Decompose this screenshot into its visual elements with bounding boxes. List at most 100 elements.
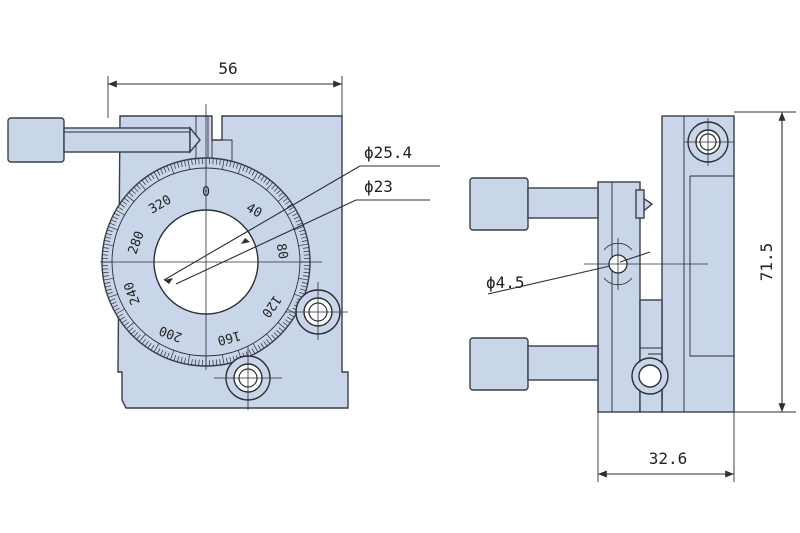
dial-tick [287, 203, 293, 208]
front-view: 0 40 80 120 160 200 240 280 320 56 [7, 59, 440, 410]
dial-tick [276, 189, 282, 195]
dial-tick [248, 349, 252, 356]
dim-depth-label: 32.6 [649, 449, 688, 468]
dial-tick [226, 357, 228, 364]
dial-tick [112, 216, 119, 220]
dial-tick [287, 308, 297, 315]
dial-tick [126, 194, 135, 202]
dial-tick [271, 334, 276, 340]
dial-tick [180, 357, 183, 363]
dial-tick [153, 171, 160, 181]
dial-tick [215, 158, 218, 165]
dial-tick [252, 171, 259, 181]
dial-tick [130, 189, 136, 195]
dial-tick [144, 177, 149, 183]
dial-tick [292, 212, 298, 217]
dial-tick [160, 168, 164, 175]
dim-width-label: 56 [218, 59, 237, 78]
side-gap-block [639, 299, 663, 413]
dial-tick [300, 288, 307, 292]
dial-tick [266, 339, 271, 345]
dial-tick [287, 209, 297, 216]
dial-label-40: 40 [243, 201, 264, 222]
dial-tick [277, 194, 286, 202]
dial-tick [117, 313, 124, 318]
dial-tick [293, 216, 300, 220]
dial-tick [257, 344, 262, 351]
dim-hole-diameter: ϕ4.5 [486, 273, 525, 292]
dial-tick [156, 170, 161, 176]
dial-tick [123, 322, 129, 327]
dim-outer-diameter: ϕ25.4 [364, 143, 412, 162]
dial-tick [138, 333, 146, 342]
arrow-outer [164, 278, 173, 284]
dial-label-80: 80 [273, 242, 290, 260]
dial-tick [173, 355, 177, 362]
dial-tick [114, 307, 120, 312]
dial-tick [194, 359, 197, 366]
dial-tick [121, 319, 127, 324]
leader-hole [487, 265, 611, 295]
dial-tick [273, 332, 279, 338]
dial-tick [302, 275, 310, 277]
dial-tick [278, 327, 284, 332]
dial-tick [295, 219, 302, 223]
dial-tick [248, 168, 252, 175]
dial-tick [104, 282, 111, 284]
dial-tick [242, 165, 246, 172]
dial-tick [138, 182, 146, 191]
dial-tick [144, 341, 149, 347]
dial-tick [110, 301, 117, 305]
dial-tick [298, 243, 309, 247]
dial-tick [128, 192, 134, 197]
front-screw-tip [189, 126, 201, 154]
dial-tick [141, 179, 146, 185]
dial-tick [170, 164, 175, 174]
dial-tick [136, 334, 141, 340]
dial-tick [112, 304, 119, 308]
dial-tick [108, 226, 118, 231]
dial-tick [141, 339, 146, 345]
dial-tick [187, 354, 191, 365]
dial-tick [276, 329, 282, 335]
dial-tick [136, 184, 141, 190]
leader-inner-diameter [175, 199, 357, 285]
side-knob-bottom [469, 337, 529, 391]
dial-tick [260, 175, 265, 181]
dial-tick [301, 285, 307, 288]
dial-tick [296, 222, 303, 226]
dial-label-160: 160 [216, 327, 243, 348]
dial-tick [232, 161, 236, 168]
dial-tick [303, 271, 310, 274]
dial-tick [298, 277, 309, 281]
dial-tick [105, 285, 111, 288]
dial-tick [130, 329, 136, 335]
dial-tick [117, 206, 124, 211]
side-view: ϕ4.5 71.5 32.6 [469, 111, 796, 482]
dial-tick [115, 209, 125, 216]
leader-outer-diameter [163, 165, 361, 281]
dial-tick [153, 343, 160, 353]
dial-tick [219, 158, 221, 166]
dial-tick [176, 356, 180, 363]
dial-tick [215, 359, 218, 366]
dial-tick [128, 327, 134, 332]
dial-tick [229, 357, 232, 363]
dial-tick [235, 162, 239, 169]
dial-tick [102, 247, 110, 249]
dial-tick [163, 166, 167, 173]
dial-tick [278, 192, 284, 197]
dial-tick [166, 352, 170, 359]
dial-tick [288, 313, 295, 318]
dial-tick [266, 333, 274, 342]
dial-tick [251, 170, 256, 176]
dial-tick [103, 243, 114, 247]
dial-tick [105, 232, 112, 236]
dim-height-label: 71.5 [757, 243, 776, 282]
dial-tick [147, 175, 152, 181]
dial-tick [103, 277, 114, 281]
dial-tick [237, 164, 242, 174]
dial-tick [251, 348, 256, 354]
side-rear-inner [689, 175, 734, 357]
